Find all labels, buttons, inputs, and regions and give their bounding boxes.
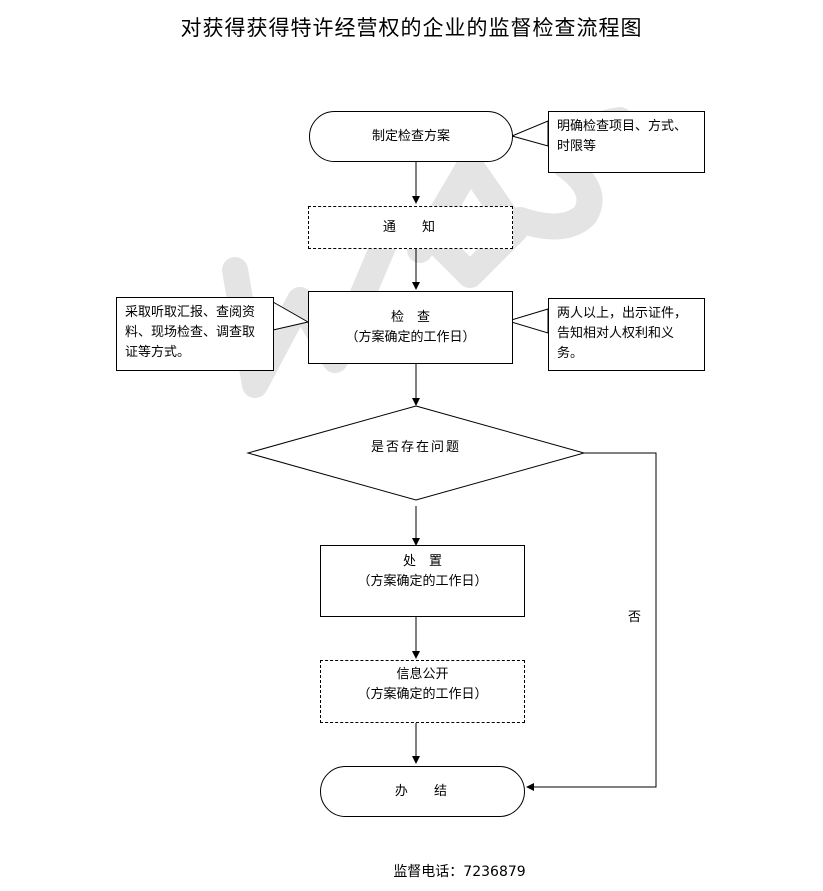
rights-note-text: 两人以上，出示证件，告知相对人权利和义务。 (557, 306, 688, 361)
handle-node: 处 置 （方案确定的工作日） (320, 545, 525, 617)
notify-node-label: 通 知 (382, 219, 439, 235)
plan-note-text: 明确检查项目、方式、时限等 (557, 119, 688, 154)
disclose-node: 信息公开 （方案确定的工作日） (320, 660, 525, 723)
plan-node: 制定检查方案 (309, 111, 513, 162)
notify-node: 通 知 (308, 206, 513, 249)
page-title: 对获得获得特许经营权的企业的监督检查流程图 (180, 16, 643, 40)
edge-label-no: 否 (628, 610, 642, 625)
disclose-node-title: 信息公开 (396, 667, 449, 682)
callout-pointer-method (272, 301, 310, 331)
callout-pointer-rights (506, 308, 549, 334)
close-node: 办 结 (320, 766, 525, 817)
inspect-node: 检 查 （方案确定的工作日） (308, 291, 513, 364)
plan-note: 明确检查项目、方式、时限等 (548, 111, 705, 173)
method-note: 采取听取汇报、查阅资料、现场检查、调查取证等方式。 (116, 297, 274, 371)
close-node-label: 办 结 (394, 783, 451, 799)
inspect-node-note: （方案确定的工作日） (345, 329, 476, 345)
disclose-node-note: （方案确定的工作日） (357, 687, 488, 702)
rights-note: 两人以上，出示证件，告知相对人权利和义务。 (548, 298, 705, 371)
decision-diamond (246, 405, 586, 501)
inspect-node-title: 检 查 (390, 309, 430, 325)
arrow-no-branch-to-close (526, 452, 657, 791)
callout-pointer-plan (510, 120, 549, 147)
handle-node-note: （方案确定的工作日） (357, 574, 488, 589)
plan-node-label: 制定检查方案 (371, 128, 450, 144)
method-note-text: 采取听取汇报、查阅资料、现场检查、调查取证等方式。 (125, 305, 256, 360)
handle-node-title: 处 置 (402, 554, 442, 569)
decision-label: 是否存在问题 (370, 440, 461, 455)
supervision-hotline: 监督电话：7236879 (393, 864, 526, 880)
